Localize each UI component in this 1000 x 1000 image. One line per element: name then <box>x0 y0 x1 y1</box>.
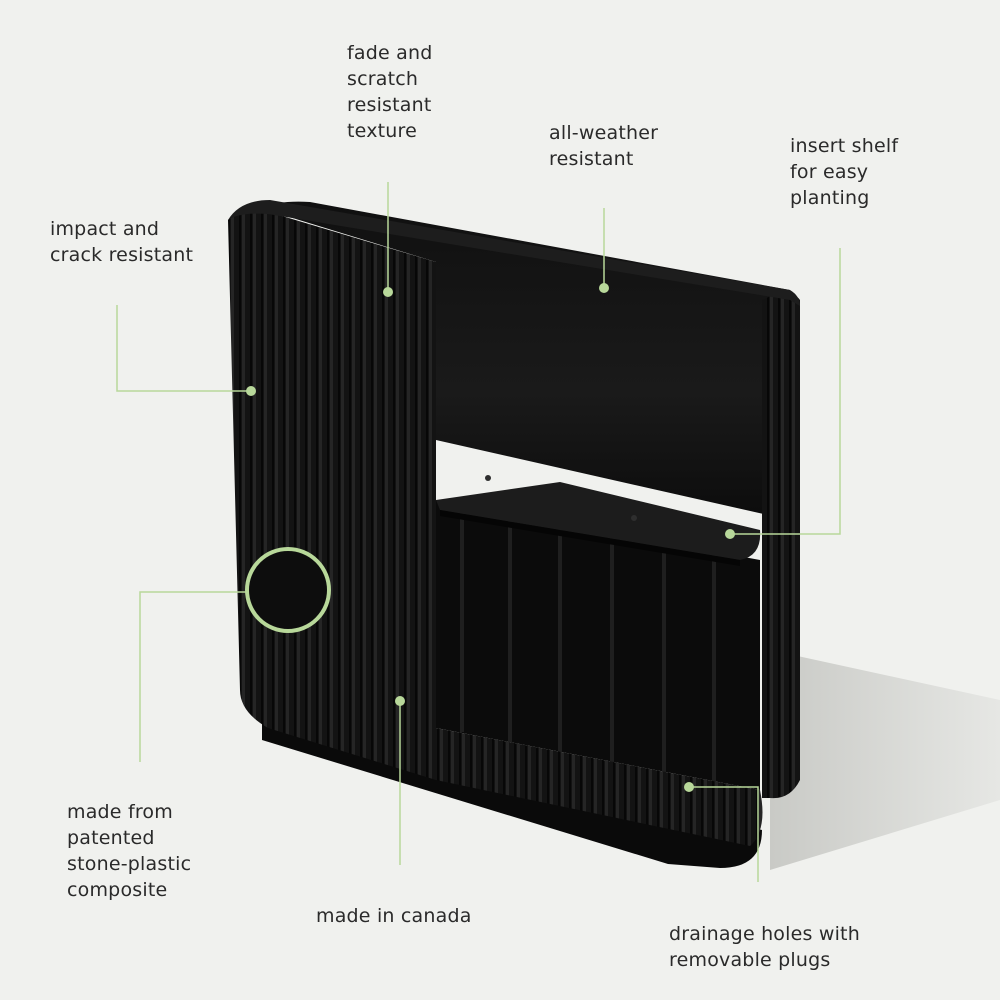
dot-canada <box>395 696 405 706</box>
dot-fade <box>383 287 393 297</box>
callout-drainage: drainage holes with removable plugs <box>669 923 860 971</box>
callout-made-in-canada: made in canada <box>316 905 472 927</box>
callout-composite: made from patented stone-plastic composi… <box>67 801 192 901</box>
callout-dots <box>246 283 735 792</box>
right-end-column <box>762 293 800 799</box>
callout-all-weather: all-weather resistant <box>549 122 659 170</box>
lower-reservoir <box>436 500 760 790</box>
reservoir-ribs <box>460 510 716 782</box>
top-rim <box>228 200 800 306</box>
insert-shelf <box>436 482 761 560</box>
inner-back-wall <box>260 201 790 520</box>
left-fluted-wall <box>228 209 436 781</box>
dot-drainage <box>684 782 694 792</box>
front-lower-trim <box>436 728 763 846</box>
callout-impact-crack: impact and crack resistant <box>50 218 194 266</box>
callout-fade-scratch: fade and scratch resistant texture <box>347 42 433 142</box>
leader-lines <box>116 182 841 882</box>
dot-shelf <box>725 529 735 539</box>
floor-shadow <box>770 650 1000 870</box>
composite-magnifier-ring <box>245 547 331 633</box>
dot-weather <box>599 283 609 293</box>
dot-impact <box>246 386 256 396</box>
callout-insert-shelf: insert shelf for easy planting <box>790 135 899 209</box>
